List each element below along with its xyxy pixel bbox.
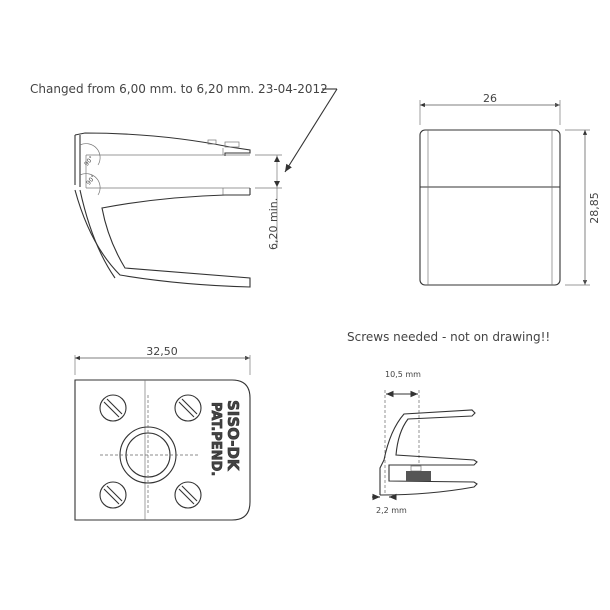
engraving-siso-dk: SISO-DK: [224, 400, 242, 472]
gap-dimension: 6,20 min.: [267, 198, 280, 250]
width-dimension: 26: [483, 92, 497, 105]
angle-label: 90°: [85, 174, 97, 187]
change-note: Changed from 6,00 mm. to 6,20 mm. 23-04-…: [30, 82, 328, 96]
side-profile-view: 90° 90° 6,20 min.: [74, 132, 282, 288]
screw-note: Screws needed - not on drawing!!: [347, 330, 550, 344]
detail-dim-top: 10,5 mm: [385, 370, 421, 379]
detail-dim-bottom: 2,2 mm: [376, 506, 407, 515]
detail-view: 10,5 mm 2,2 mm: [372, 370, 478, 515]
bottom-view: 32,50 SISO-DK PAT.PEND.: [74, 345, 251, 521]
front-view: 26 28,85: [419, 92, 601, 286]
screw-holes: [99, 394, 202, 509]
angle-label: 90°: [83, 155, 95, 168]
change-leader-arrow: [284, 88, 338, 173]
height-dimension: 28,85: [588, 192, 601, 224]
engraving-pat-pend: PAT.PEND.: [208, 402, 223, 476]
width-dimension: 32,50: [146, 345, 178, 358]
